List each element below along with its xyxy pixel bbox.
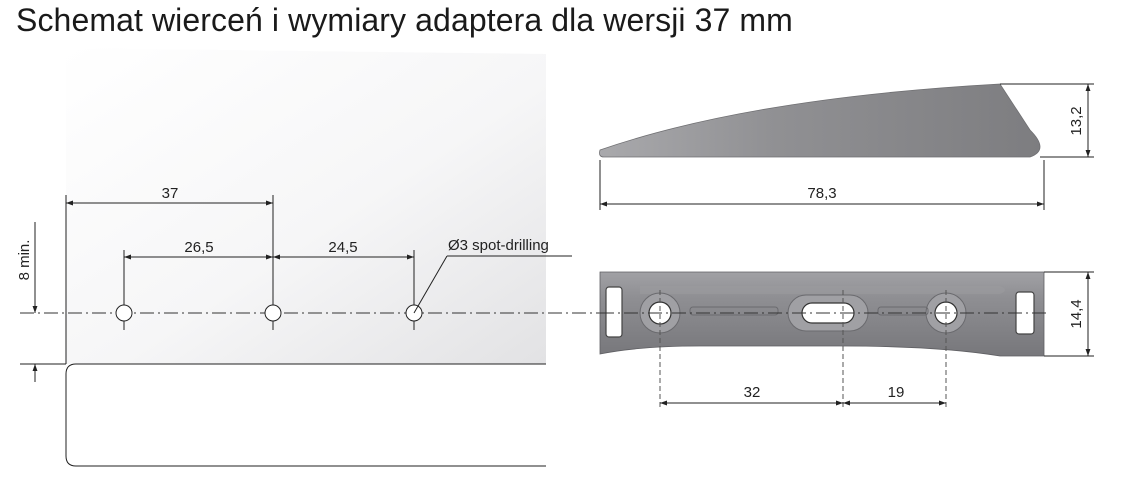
adapter-top-inner-rail	[640, 286, 1005, 294]
adapter-rib-left	[689, 306, 779, 316]
dimension-26-5-label: 26,5	[184, 239, 213, 256]
dimension-37: 37	[66, 185, 273, 206]
dimension-19-label: 19	[888, 384, 905, 401]
dimension-32-label: 32	[744, 384, 761, 401]
adapter-top-view: 14,4 32 19	[599, 271, 1094, 410]
adapter-side-shape	[599, 83, 1041, 158]
dimension-24-5: 24,5	[273, 239, 414, 260]
dimension-13-2-label: 13,2	[1068, 106, 1085, 135]
drill-hole-1	[115, 304, 133, 322]
drill-note-label: Ø3 spot-drilling	[448, 237, 549, 254]
panel-lower-outline	[65, 363, 546, 467]
dimension-8-min: 8 min.	[16, 222, 48, 382]
dimension-24-5-label: 24,5	[328, 239, 357, 256]
dimension-78-3-label: 78,3	[807, 185, 836, 202]
dimension-14-4-label: 14,4	[1068, 299, 1085, 328]
adapter-left-clip	[605, 286, 623, 338]
adapter-side-view: 13,2 78,3	[599, 83, 1094, 210]
drill-note: Ø3 spot-drilling	[413, 237, 572, 314]
adapter-rib-right	[877, 306, 929, 316]
page-title: Schemat wierceń i wymiary adaptera dla w…	[16, 2, 793, 38]
dimension-8-min-label: 8 min.	[16, 240, 33, 281]
dimension-26-5: 26,5	[124, 239, 273, 260]
drill-hole-2	[264, 304, 282, 322]
dimension-37-label: 37	[162, 185, 179, 202]
panel-shape	[66, 48, 546, 364]
panel-view	[20, 48, 546, 467]
